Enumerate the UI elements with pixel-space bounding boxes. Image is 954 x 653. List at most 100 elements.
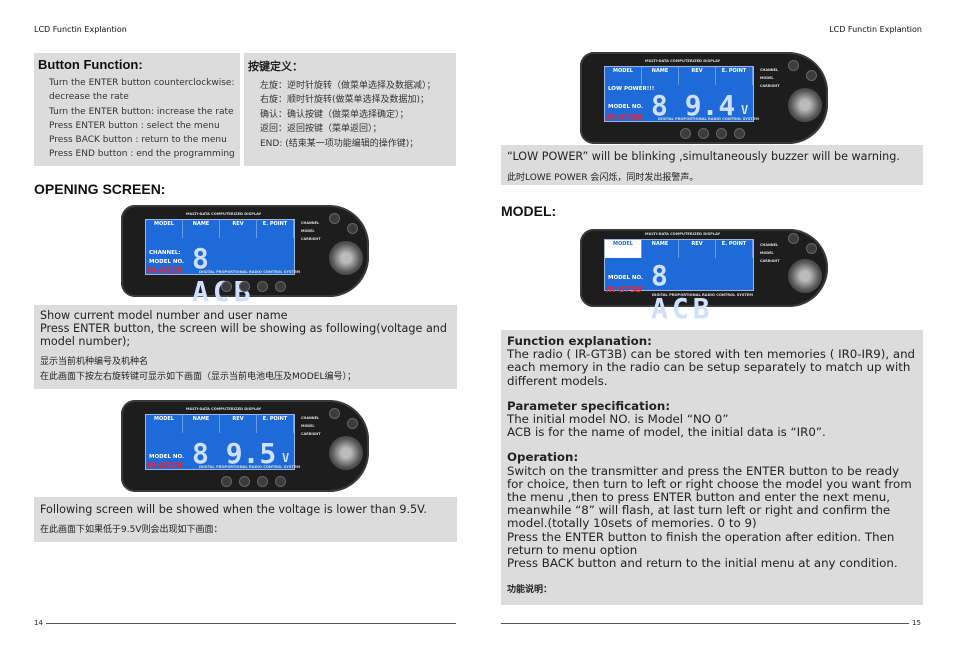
device-button[interactable] [788, 233, 799, 244]
enter-knob[interactable] [788, 259, 822, 293]
device-button[interactable] [806, 70, 817, 81]
device-button[interactable] [275, 476, 286, 487]
device-button[interactable] [329, 213, 340, 224]
lcd-side-channel: CHANNEL [301, 416, 320, 420]
lcd-side-carright: CARRIGHT [301, 237, 321, 241]
show-current-line: Show current model number and user name [40, 309, 288, 322]
device-button[interactable] [329, 408, 340, 419]
lcd-menu-name: NAME [183, 415, 220, 433]
lcd-unit: V [741, 103, 749, 117]
lcd-heading: MULTI-DATA COMPUTERIZED DISPLAY [645, 59, 721, 63]
header-right: LCD Functin Explantion [829, 25, 922, 34]
lcd-heading: MULTI-DATA COMPUTERIZED DISPLAY [186, 407, 262, 411]
lcd-label-low-power: LOW POWER!!! [608, 86, 655, 92]
lcd-footer: DIGITAL PROPORTIONAL RADIO CONTROL SYSTE… [199, 465, 300, 469]
function-explanation-content: Function explanation: The radio ( IR-GT3… [507, 334, 919, 571]
page-number-right: 15 [912, 619, 921, 627]
device-button[interactable] [221, 476, 232, 487]
low-power-cn: 此时LOWE POWER 会闪烁，同时发出报警声。 [507, 173, 699, 183]
device-button[interactable] [734, 128, 745, 139]
lcd-side-labels: CHANNEL MODEL CARRIGHT [301, 219, 321, 243]
device-button[interactable] [239, 281, 250, 292]
function-explanation-p1: The radio ( IR-GT3B) can be stored with … [507, 347, 916, 388]
lcd-menu-epoint: E. POINT [257, 220, 294, 238]
header-left: LCD Functin Explantion [34, 25, 127, 34]
device-button[interactable] [239, 476, 250, 487]
device-brand: IR-GT3B [147, 266, 184, 275]
button-def-cn-box: 按键定义： 左旋：逆时针旋转（做菜单选择及数据减）； 右旋：顺时针旋转(做菜单选… [244, 53, 456, 166]
device-button[interactable] [806, 243, 817, 254]
device-brand: IR-GT3B [606, 285, 643, 294]
function-explanation-cn-title: 功能说明： [507, 585, 553, 595]
lcd-menu-model: MODEL [605, 240, 642, 258]
low-power-box: “LOW POWER” will be blinking ,simultaneo… [501, 145, 923, 185]
button-def-cn-line: 返回：返回按键（菜单返回）； [260, 124, 382, 135]
button-def-cn-line: 右旋：顺时针旋转(做菜单选择及数据加)； [260, 95, 430, 106]
button-function-line: Turn the ENTER button: increase the rate [49, 106, 234, 117]
lcd-side-labels: CHANNEL MODEL CARRIGHT [760, 241, 780, 265]
lcd-device-2: MULTI-DATA COMPUTERIZED DISPLAY MODEL NA… [121, 400, 369, 492]
lcd-side-carright: CARRIGHT [760, 259, 780, 263]
device-button[interactable] [716, 128, 727, 139]
lcd-menu: MODEL NAME REV E. POINT [146, 220, 294, 238]
operation-p2: Press the ENTER button to finish the ope… [507, 529, 895, 557]
device-button[interactable] [275, 281, 286, 292]
lcd-menu-epoint: E. POINT [716, 67, 753, 85]
lcd-label-model: MODEL NO. [608, 275, 644, 281]
lcd-side-labels: CHANNEL MODEL CARRIGHT [760, 66, 780, 90]
button-function-title: Button Function: [38, 57, 143, 72]
lcd-big-display: 8 ACB [192, 242, 251, 308]
lcd-menu-model: MODEL [146, 415, 183, 433]
parameter-line: ACB is for the name of model, the initia… [507, 425, 826, 440]
button-def-cn-line: 左旋：逆时针旋转（做菜单选择及数据减）； [260, 81, 436, 91]
show-current-box: Show current model number and user name … [34, 305, 457, 389]
lcd-big-display: 8 9.5 [192, 437, 277, 470]
lcd-big-display: 8 9.4 [651, 89, 736, 122]
device-button[interactable] [788, 60, 799, 71]
device-button[interactable] [698, 128, 709, 139]
button-function-line: Press ENTER button : select the menu [49, 120, 220, 131]
show-current-text: Show current model number and user name … [40, 309, 452, 348]
lcd-screen: MODEL NAME REV E. POINT MODEL NO. 8 ACB [604, 239, 754, 325]
lcd-side-channel: CHANNEL [760, 243, 779, 247]
device-button[interactable] [347, 223, 358, 234]
lcd-side-model: MODEL [301, 424, 315, 428]
enter-knob[interactable] [788, 88, 822, 122]
lcd-screen: MODEL NAME REV E. POINT LOW POWER!!! MOD… [604, 66, 754, 122]
low-power-text: “LOW POWER” will be blinking ,simultaneo… [507, 150, 900, 163]
device-button[interactable] [680, 128, 691, 139]
function-explanation-title: Function explanation: [507, 334, 652, 348]
model-title: MODEL: [501, 203, 557, 219]
lcd-menu-name: NAME [642, 67, 679, 85]
show-current-cn-line: 显示当前机种编号及机种名 [40, 357, 149, 367]
lcd-device-3: MULTI-DATA COMPUTERIZED DISPLAY MODEL NA… [580, 52, 828, 144]
lcd-heading: MULTI-DATA COMPUTERIZED DISPLAY [186, 212, 262, 216]
device-button[interactable] [347, 418, 358, 429]
button-def-cn-line: END: (结束某一项功能编辑的操作键)； [260, 138, 419, 149]
lcd-side-channel: CHANNEL [301, 221, 320, 225]
lcd-menu-name: NAME [183, 220, 220, 238]
footer-rule-left [46, 623, 456, 624]
lcd-menu-epoint: E. POINT [257, 415, 294, 433]
button-function-list: Turn the ENTER button counterclockwise: … [49, 76, 239, 162]
lcd-menu-rev: REV [679, 240, 716, 258]
button-function-box: Button Function: Turn the ENTER button c… [34, 53, 240, 166]
button-function-line: Press END button : end the programming [49, 149, 235, 160]
following-box: Following screen will be showed when the… [34, 497, 457, 542]
lcd-menu-model: MODEL [146, 220, 183, 238]
operation-p3: Press BACK button and return to the init… [507, 556, 898, 571]
footer-rule-right [501, 623, 909, 624]
lcd-label-model: MODEL NO. [149, 454, 185, 460]
show-current-line: Press ENTER button, the screen will be s… [40, 322, 447, 348]
lcd-label-model: MODEL NO. [149, 259, 185, 265]
device-button[interactable] [257, 476, 268, 487]
lcd-footer: DIGITAL PROPORTIONAL RADIO CONTROL SYSTE… [658, 117, 759, 121]
enter-knob[interactable] [329, 436, 363, 470]
lcd-side-model: MODEL [760, 251, 774, 255]
device-button[interactable] [257, 281, 268, 292]
show-current-cn-line: 在此画面下按左右旋转键可显示如下画面（显示当前电池电压及MODEL编号）； [40, 372, 356, 382]
lcd-menu-rev: REV [679, 67, 716, 85]
device-button[interactable] [221, 281, 232, 292]
enter-knob[interactable] [329, 241, 363, 275]
lcd-menu: MODEL NAME REV E. POINT [605, 67, 753, 85]
